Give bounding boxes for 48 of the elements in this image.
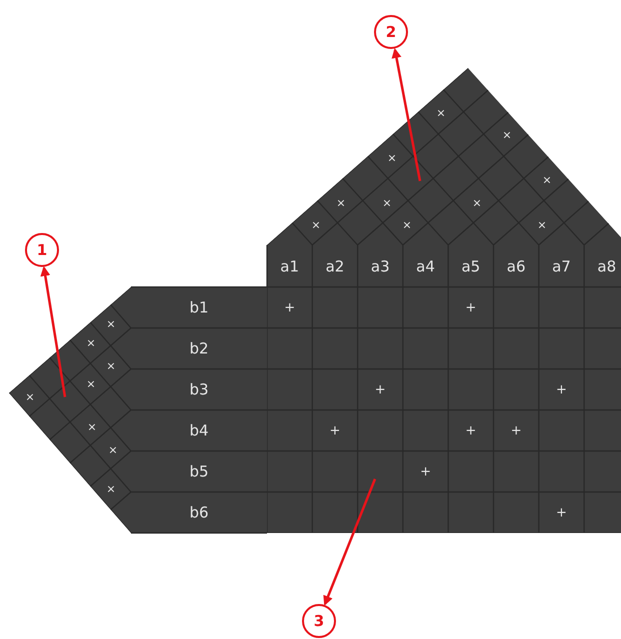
correlation-mark: ×: [502, 130, 512, 140]
correlation-mark: ×: [336, 198, 346, 208]
column-header: a2: [326, 260, 344, 274]
relationship-mark: +: [510, 424, 522, 437]
correlation-mark: ×: [387, 152, 397, 164]
correlation-mark: ×: [86, 338, 96, 348]
column-header: a7: [552, 260, 571, 274]
column-header: a6: [506, 260, 526, 274]
row-header: b1: [189, 300, 209, 315]
leader-line: [323, 478, 376, 606]
correlation-mark: ×: [86, 378, 96, 390]
callout-number: 3: [302, 604, 336, 638]
correlation-mark: ×: [537, 220, 547, 230]
column-header: a4: [416, 260, 435, 274]
correlation-mark: ×: [87, 422, 97, 432]
correlation-roof: [9, 287, 131, 533]
column-header: a1: [280, 260, 300, 274]
row-header: b4: [189, 423, 209, 438]
row-header: b2: [189, 341, 209, 356]
relationship-mark: +: [556, 383, 567, 396]
correlation-mark: ×: [108, 444, 118, 456]
relationship-mark: +: [465, 424, 476, 437]
correlation-mark: ×: [106, 360, 116, 372]
correlation-mark: ×: [436, 108, 446, 118]
column-header: a3: [370, 260, 390, 274]
correlation-mark: ×: [106, 318, 116, 330]
correlation-roof: [267, 68, 621, 245]
column-header: a5: [461, 260, 480, 274]
relationship-mark: +: [374, 383, 386, 396]
relationship-matrix: [267, 287, 621, 533]
relationship-mark: +: [556, 506, 567, 519]
correlation-mark: ×: [106, 484, 116, 494]
relationship-mark: +: [420, 465, 431, 478]
relationship-mark: +: [329, 424, 340, 437]
correlation-mark: ×: [542, 174, 552, 186]
correlation-mark: ×: [472, 198, 482, 208]
leader-line: [40, 266, 66, 398]
correlation-mark: ×: [402, 220, 412, 230]
relationship-mark: +: [284, 301, 296, 314]
relationship-mark: +: [465, 301, 476, 314]
row-header: b5: [189, 464, 209, 479]
row-header: b6: [189, 505, 209, 520]
leader-line: [392, 48, 422, 182]
correlation-mark: ×: [382, 198, 392, 208]
correlation-mark: ×: [25, 392, 35, 402]
correlation-mark: ×: [311, 220, 321, 230]
row-header: b3: [189, 382, 209, 397]
column-header: a8: [597, 260, 616, 274]
